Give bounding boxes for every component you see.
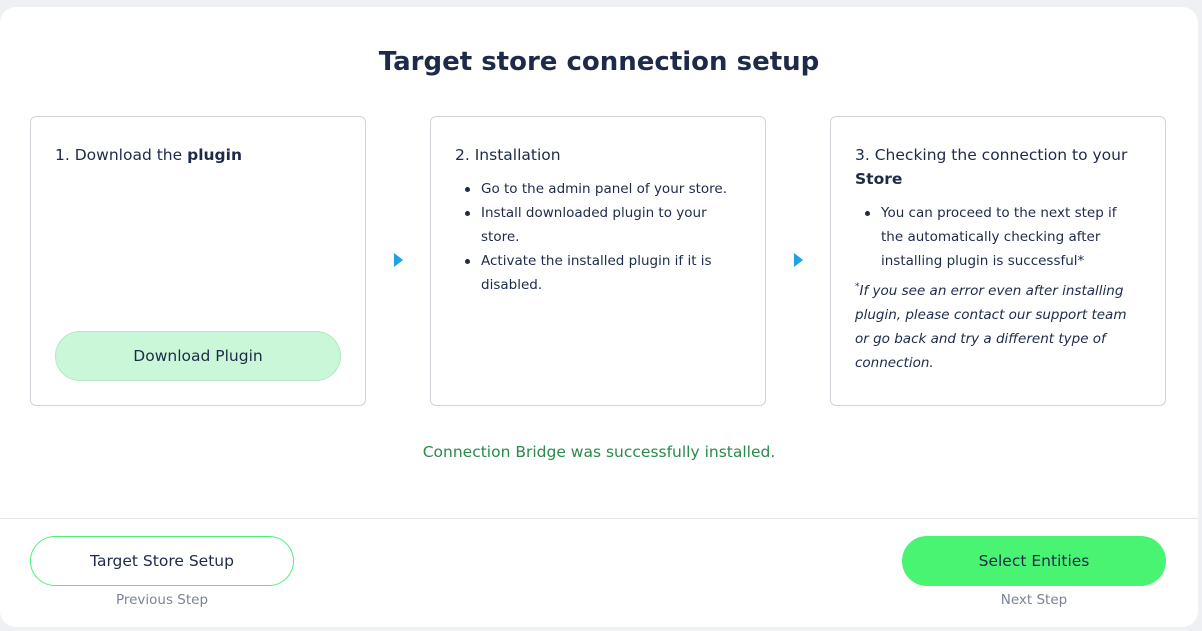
page-title: Target store connection setup xyxy=(378,47,820,77)
step-card-installation: 2. Installation Go to the admin panel of… xyxy=(430,116,766,406)
next-step-label: Next Step xyxy=(1000,592,1068,608)
status-message: Connection Bridge was successfully insta… xyxy=(422,443,776,461)
list-item: Activate the installed plugin if it is d… xyxy=(465,249,741,297)
step-title: 2. Installation xyxy=(455,143,741,167)
setup-panel: Target store connection setup 1. Downloa… xyxy=(0,7,1198,627)
connection-check-list: You can proceed to the next step if the … xyxy=(855,201,1141,273)
step-title: 3. Checking the connection to your Store xyxy=(855,143,1141,191)
step-arrow-icon xyxy=(394,253,403,267)
download-plugin-button[interactable]: Download Plugin xyxy=(55,331,341,381)
step-number: 3. xyxy=(855,146,870,164)
step-title-text: Checking the connection to your xyxy=(874,146,1128,164)
support-note: *If you see an error even after installi… xyxy=(855,275,1141,375)
step-title-text: Installation xyxy=(474,146,561,164)
previous-step-button[interactable]: Target Store Setup xyxy=(30,536,294,586)
note-marker: * xyxy=(855,282,860,292)
step-number: 2. xyxy=(455,146,470,164)
step-title-bold: Store xyxy=(855,170,903,188)
list-item: You can proceed to the next step if the … xyxy=(865,201,1141,273)
step-arrow-icon xyxy=(794,253,803,267)
installation-list: Go to the admin panel of your store. Ins… xyxy=(455,177,741,297)
list-item: Go to the admin panel of your store. xyxy=(465,177,741,201)
step-title-text: Download the xyxy=(74,146,183,164)
next-step-button[interactable]: Select Entities xyxy=(902,536,1166,586)
step-card-connection-check: 3. Checking the connection to your Store… xyxy=(830,116,1166,406)
step-number: 1. xyxy=(55,146,70,164)
step-card-download: 1. Download the plugin Download Plugin xyxy=(30,116,366,406)
footer-divider xyxy=(0,518,1198,519)
note-text: If you see an error even after installin… xyxy=(855,283,1127,371)
previous-step-label: Previous Step xyxy=(115,592,209,608)
step-title-bold: plugin xyxy=(187,146,242,164)
list-item: Install downloaded plugin to your store. xyxy=(465,201,741,249)
step-title: 1. Download the plugin xyxy=(55,143,341,167)
